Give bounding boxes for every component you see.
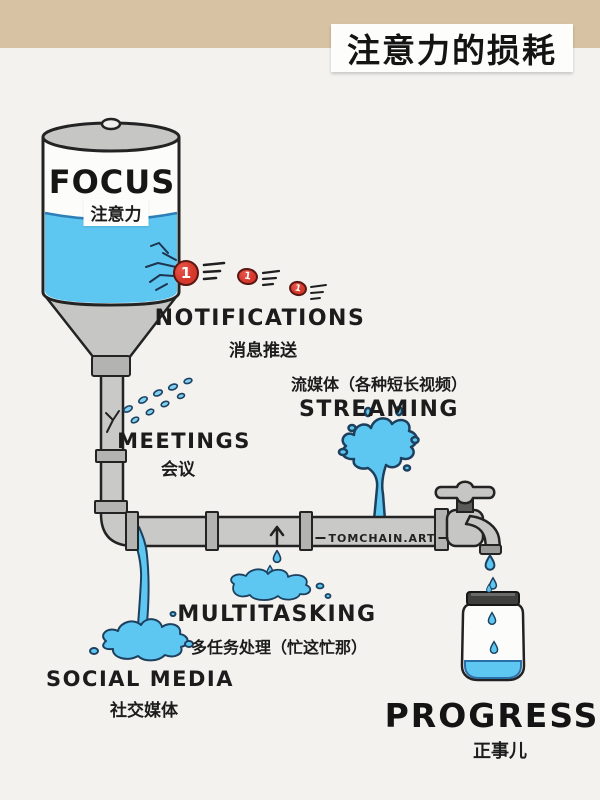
tank-knob — [100, 117, 122, 131]
streaming-label: STREAMING — [299, 397, 459, 422]
focus-label: FOCUS — [48, 163, 176, 201]
multitasking-label-zh: 多任务处理（忙这忙那） — [190, 638, 368, 657]
meetings-label-zh: 会议 — [161, 460, 195, 480]
tank-crack-icon — [145, 242, 177, 291]
social-media-label: SOCIAL MEDIA — [46, 667, 234, 691]
pipe-joints — [94, 449, 449, 551]
jar-drips — [486, 583, 499, 655]
progress-label: PROGRESS — [384, 696, 600, 735]
jar-water — [464, 660, 522, 679]
tank-water — [45, 213, 177, 303]
progress-jar — [460, 583, 526, 682]
pipe-crack-icon — [105, 410, 120, 433]
faucet — [434, 480, 502, 590]
social-media-leak — [89, 526, 194, 662]
notification-badge-icon: 1 — [173, 260, 199, 286]
streaming-geyser — [337, 405, 420, 522]
meetings-leak — [105, 377, 193, 433]
faucet-outlet — [479, 544, 502, 555]
faucet-drips — [484, 553, 498, 590]
streaming-label-zh: 流媒体（各种短长视频） — [290, 375, 468, 394]
meetings-label: MEETINGS — [117, 429, 251, 453]
focus-label-zh: 注意力 — [83, 199, 149, 226]
page-title: 注意力的损耗 — [331, 24, 573, 72]
notifications-label-zh: 消息推送 — [229, 341, 297, 361]
social-media-label-zh: 社交媒体 — [110, 701, 178, 721]
faucet-handle — [434, 480, 496, 505]
focus-tank — [41, 117, 181, 377]
multitasking-label: MULTITASKING — [177, 602, 377, 627]
progress-label-zh: 正事儿 — [473, 741, 527, 762]
watermark: TOMCHAIN.ART — [312, 532, 451, 545]
notification-speed-lines — [202, 261, 327, 300]
notifications-label: NOTIFICATIONS — [154, 306, 366, 331]
pipe-crack-icon — [269, 525, 285, 546]
multitasking-leak — [230, 525, 332, 601]
